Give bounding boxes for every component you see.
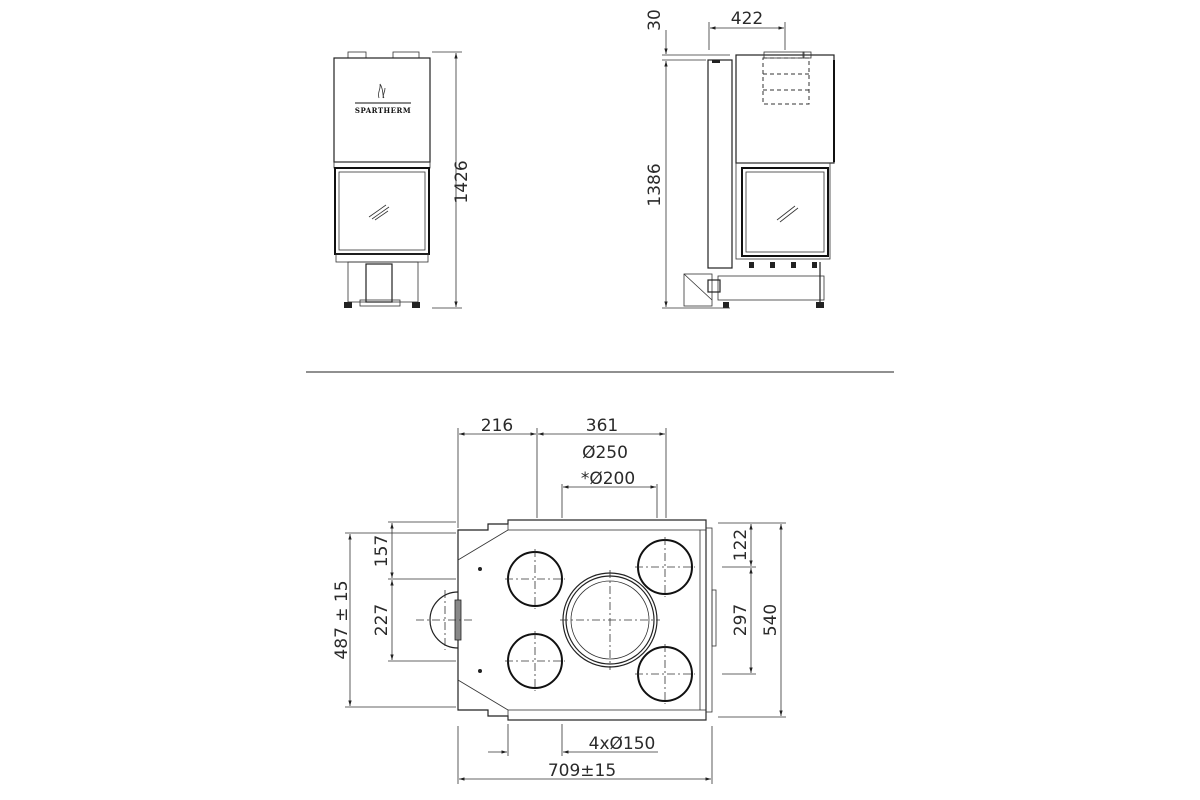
small-outlets-dimension: 4xØ150 (589, 734, 656, 754)
right-upper-dimension: 122 (731, 529, 751, 561)
side-top-offset-dimension: 30 (645, 9, 665, 31)
outlet-150-top-left (505, 549, 565, 609)
side-height-dimension: 1386 (645, 163, 665, 206)
left-total-dimension: 487 ± 15 (332, 580, 352, 659)
right-total-dimension: 540 (761, 604, 781, 636)
total-width-dimension: 709±15 (548, 761, 616, 781)
front-view: SPARTHERM 1426 (333, 51, 472, 309)
left-middle-dimension: 227 (372, 604, 392, 636)
outlet-150-bottom-left (505, 631, 565, 691)
top-view: 216 361 Ø250 *Ø200 487 ± 15 157 227 122 … (332, 416, 786, 784)
side-view: 30 1386 422 (645, 9, 835, 309)
alt-outlet-diameter: *Ø200 (581, 469, 635, 489)
side-outlet-circle (416, 590, 472, 650)
main-outlet-diameter: Ø250 (582, 443, 628, 463)
right-middle-dimension: 297 (731, 604, 751, 636)
outlet-150-bottom-right (635, 644, 695, 704)
brand-text: SPARTHERM (355, 106, 411, 115)
side-outlet-offset-dimension: 422 (731, 9, 763, 29)
center-offset-dimension: 361 (586, 416, 618, 436)
spartherm-logo: SPARTHERM (355, 83, 411, 115)
left-offset-dimension: 216 (481, 416, 513, 436)
left-upper-dimension: 157 (372, 535, 392, 567)
front-height-dimension: 1426 (452, 160, 472, 203)
main-outlet-250 (560, 570, 660, 670)
outlet-150-top-right (635, 537, 695, 597)
